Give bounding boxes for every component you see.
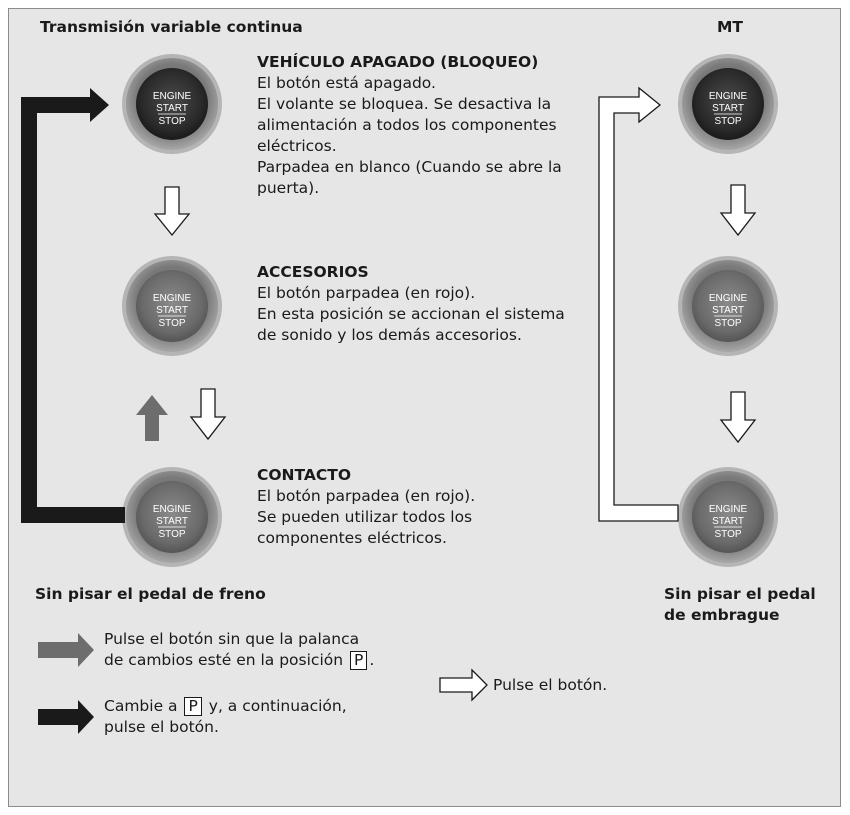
state-off-line: El botón está apagado. [257,74,436,92]
legend-black-suffix: y, a continuación, [208,697,347,715]
state-accessory-desc: ACCESORIOS El botón parpadea (en rojo). … [257,262,567,346]
legend-black-line2: pulse el botón. [104,718,219,736]
svg-text:ENGINE: ENGINE [153,293,192,304]
state-accessory-line: En esta posición se accionan el sistema … [257,305,565,344]
svg-text:ENGINE: ENGINE [153,91,192,102]
legend-gray-text: Pulse el botón sin que la palanca de cam… [104,629,374,671]
down-arrow-acc-to-on [189,388,227,441]
state-on-title: CONTACTO [257,466,352,484]
svg-text:ENGINE: ENGINE [709,293,748,304]
caption-no-brake: Sin pisar el pedal de freno [35,585,266,603]
legend-white-line: Pulse el botón. [493,676,608,694]
svg-text:STOP: STOP [158,116,185,127]
cvt-header: Transmisión variable continua [40,18,303,36]
svg-text:START: START [156,305,188,316]
mt-down-arrow-2 [719,391,757,444]
svg-text:STOP: STOP [714,116,741,127]
diagram-panel: ENGINE START STOP ENGINE START STOP ENGI… [8,8,841,807]
caption-no-clutch-2: de embrague [664,606,780,624]
state-off-line: Parpadea en blanco (Cuando se abre la pu… [257,158,562,197]
p-key: P [350,651,368,670]
svg-text:STOP: STOP [158,318,185,329]
mt-down-arrow-1 [719,184,757,237]
legend-white-arrow [439,668,488,702]
svg-text:STOP: STOP [714,529,741,540]
engine-button-off: ENGINE START STOP [122,54,222,154]
svg-text:STOP: STOP [714,318,741,329]
state-off-title: VEHÍCULO APAGADO (BLOQUEO) [257,53,539,71]
legend-black-line1: Cambie a P y, a continuación, [104,696,347,717]
svg-text:START: START [712,103,744,114]
up-arrow-on-to-acc [136,395,168,441]
svg-text:START: START [156,516,188,527]
state-on-line: Se pueden utilizar todos los componentes… [257,508,473,547]
engine-button-accessory: ENGINE START STOP [122,256,222,356]
state-on-desc: CONTACTO El botón parpadea (en rojo). Se… [257,465,557,549]
white-return-loop [598,86,679,522]
svg-text:ENGINE: ENGINE [153,504,192,515]
state-off-line: El volante se bloquea. Se desactiva la a… [257,95,557,155]
legend-gray-line1: Pulse el botón sin que la palanca [104,630,360,648]
svg-text:START: START [156,103,188,114]
caption-no-clutch-1: Sin pisar el pedal [664,585,816,603]
state-accessory-title: ACCESORIOS [257,263,369,281]
diagram-canvas: ENGINE START STOP ENGINE START STOP ENGI… [21,54,778,734]
legend-black-arrow [38,700,94,734]
mt-engine-button-accessory: ENGINE START STOP [678,256,778,356]
down-arrow-off-to-acc [153,186,191,237]
svg-text:STOP: STOP [158,529,185,540]
black-return-loop [21,88,125,523]
legend-gray-suffix: . [369,651,375,669]
svg-text:START: START [712,305,744,316]
legend-gray-line2: de cambios esté en la posición P. [104,650,374,671]
legend-black-text: Cambie a P y, a continuación, pulse el b… [104,696,347,738]
legend-white-text: Pulse el botón. [493,675,607,696]
legend-black-prefix: Cambie a [104,697,178,715]
legend-gray-prefix: de cambios esté en la posición [104,651,344,669]
mt-header: MT [717,18,743,36]
state-on-line: El botón parpadea (en rojo). [257,487,476,505]
svg-text:START: START [712,516,744,527]
legend-gray-arrow [38,633,94,667]
state-off-desc: VEHÍCULO APAGADO (BLOQUEO) El botón está… [257,52,587,199]
p-key: P [184,697,202,716]
mt-engine-button-off: ENGINE START STOP [678,54,778,154]
mt-engine-button-on: ENGINE START STOP [678,467,778,567]
svg-text:ENGINE: ENGINE [709,504,748,515]
state-accessory-line: El botón parpadea (en rojo). [257,284,476,302]
svg-text:ENGINE: ENGINE [709,91,748,102]
engine-button-on: ENGINE START STOP [122,467,222,567]
